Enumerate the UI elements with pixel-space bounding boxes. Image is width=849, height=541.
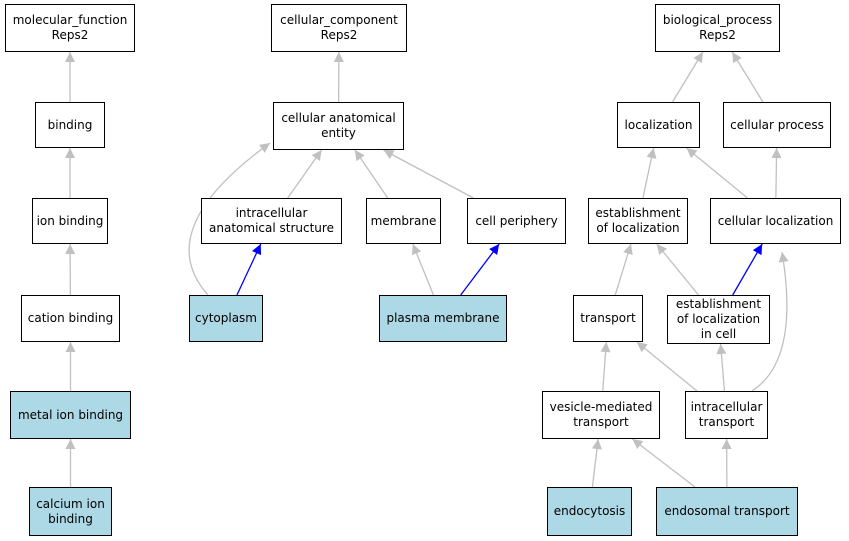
- edge-endosomal-to-vesicle: [631, 438, 696, 488]
- edge-estloccell-to-estloc-arrowhead: [656, 244, 667, 255]
- go-term-node-transport[interactable]: transport: [573, 295, 643, 342]
- edge-plasmamembrane-to-cellperiphery-arrowhead: [489, 244, 500, 255]
- edge-plasmamembrane-to-membrane-arrowhead: [411, 244, 422, 256]
- go-term-label: intracellular anatomical structure: [209, 206, 334, 235]
- go-term-node-ias[interactable]: intracellular anatomical structure: [201, 198, 342, 244]
- edge-cytoplasm-to-ias-arrowhead: [252, 244, 262, 256]
- go-term-node-metalion[interactable]: metal ion binding: [10, 391, 131, 439]
- go-term-label: cellular process: [730, 117, 824, 132]
- edge-cae-to-cc-arrowhead: [333, 52, 344, 63]
- go-term-label: metal ion binding: [17, 407, 124, 422]
- go-term-label: molecular_function Reps2: [12, 13, 128, 42]
- edge-ias-to-cae-arrowhead: [311, 150, 322, 162]
- go-term-node-membrane[interactable]: membrane: [366, 198, 441, 244]
- go-term-node-endocytosis[interactable]: endocytosis: [547, 487, 632, 536]
- edge-transport-to-estloc-arrowhead: [623, 244, 633, 256]
- edge-endocytosis-to-vesicle-arrowhead: [591, 439, 602, 450]
- go-term-label: ion binding: [36, 213, 104, 228]
- go-term-label: cation binding: [27, 311, 114, 325]
- edge-cytoplasm-to-cae: [188, 142, 271, 296]
- edge-localization-to-bp-arrowhead: [693, 52, 703, 64]
- go-term-label: intracellular transport: [690, 400, 763, 429]
- go-term-node-cationbinding[interactable]: cation binding: [21, 295, 120, 342]
- go-term-node-cellularprocess[interactable]: cellular process: [723, 102, 831, 148]
- edge-cellperiphery-to-cae: [383, 149, 474, 199]
- edge-intracellulartransport-to-transport: [636, 341, 698, 392]
- go-term-label: vesicle-mediated transport: [549, 400, 653, 429]
- edge-calcium-to-metalion-arrowhead: [65, 439, 76, 449]
- edge-cellloc-to-cellularprocess-arrowhead: [771, 148, 782, 159]
- edge-cytoplasm-to-cae-arrowhead: [258, 143, 270, 153]
- go-term-label: binding: [47, 117, 93, 132]
- edge-endosomal-to-intracellulartransport-arrowhead: [721, 439, 732, 450]
- go-term-label: membrane: [370, 213, 437, 228]
- edge-binding-to-mf-arrowhead: [65, 52, 75, 62]
- go-term-label: localization: [624, 117, 693, 132]
- edge-ionbinding-to-binding-arrowhead: [65, 148, 75, 158]
- edge-cellperiphery-to-cae-arrowhead: [383, 150, 395, 160]
- edge-intracellulartransport-to-estloccell-arrowhead: [716, 344, 727, 355]
- go-term-node-endosomal[interactable]: endosomal transport: [656, 487, 798, 536]
- go-term-node-cae[interactable]: cellular anatomical entity: [273, 102, 404, 150]
- go-term-label: plasma membrane: [386, 311, 500, 325]
- edge-estloc-to-localization-arrowhead: [646, 148, 657, 159]
- go-term-label: cell periphery: [475, 213, 558, 228]
- go-term-node-intracellulartransport[interactable]: intracellular transport: [685, 391, 768, 439]
- edge-intracellulartransport-to-cellloc-arrowhead: [778, 252, 789, 263]
- edge-estloccell-to-cellloc-arrowhead: [752, 244, 763, 256]
- go-term-label: cellular localization: [717, 213, 834, 228]
- edge-cellloc-to-localization-arrowhead: [686, 148, 698, 159]
- edge-cellloc-to-localization: [686, 147, 748, 199]
- go-term-node-cellperiphery[interactable]: cell periphery: [467, 198, 566, 244]
- edge-estloccell-to-estloc: [656, 243, 699, 296]
- go-term-node-cytoplasm[interactable]: cytoplasm: [189, 295, 263, 342]
- go-term-label: biological_process Reps2: [662, 13, 773, 42]
- go-term-label: establishment of localization in cell: [675, 297, 762, 341]
- go-term-label: endocytosis: [553, 504, 626, 518]
- edge-intracellulartransport-to-cellloc: [751, 251, 788, 392]
- go-term-node-vesicle[interactable]: vesicle-mediated transport: [542, 391, 660, 439]
- go-term-node-bp[interactable]: biological_process Reps2: [655, 4, 780, 52]
- go-term-label: calcium ion binding: [36, 496, 105, 526]
- edge-membrane-to-cae-arrowhead: [354, 150, 365, 162]
- edge-metalion-to-cationbinding-arrowhead: [65, 342, 76, 352]
- go-term-label: endosomal transport: [664, 504, 790, 518]
- edge-endosomal-to-vesicle-arrowhead: [632, 439, 644, 450]
- go-term-node-localization[interactable]: localization: [617, 102, 700, 148]
- go-term-node-calcium[interactable]: calcium ion binding: [29, 487, 112, 536]
- go-term-node-binding[interactable]: binding: [35, 102, 105, 148]
- go-term-node-mf[interactable]: molecular_function Reps2: [5, 4, 135, 52]
- go-term-label: transport: [580, 311, 636, 325]
- go-term-node-estloccell[interactable]: establishment of localization in cell: [667, 295, 770, 344]
- edge-intracellulartransport-to-transport-arrowhead: [636, 342, 648, 353]
- edge-cationbinding-to-ionbinding-arrowhead: [65, 244, 76, 255]
- edge-cellularprocess-to-bp-arrowhead: [732, 52, 742, 64]
- go-term-label: cellular_component Reps2: [280, 13, 398, 42]
- go-term-label: cytoplasm: [195, 311, 257, 325]
- go-term-node-cc[interactable]: cellular_component Reps2: [271, 4, 407, 52]
- go-term-node-ionbinding[interactable]: ion binding: [32, 198, 108, 244]
- go-term-node-estloc[interactable]: establishment of localization: [588, 198, 688, 244]
- go-term-label: establishment of localization: [595, 206, 681, 235]
- edge-vesicle-to-transport-arrowhead: [600, 342, 611, 353]
- go-term-label: cellular anatomical entity: [281, 111, 396, 140]
- go-term-node-cellloc[interactable]: cellular localization: [710, 198, 841, 244]
- go-term-node-plasmamembrane[interactable]: plasma membrane: [379, 295, 507, 342]
- edge-plasmamembrane-to-cellperiphery: [460, 243, 500, 296]
